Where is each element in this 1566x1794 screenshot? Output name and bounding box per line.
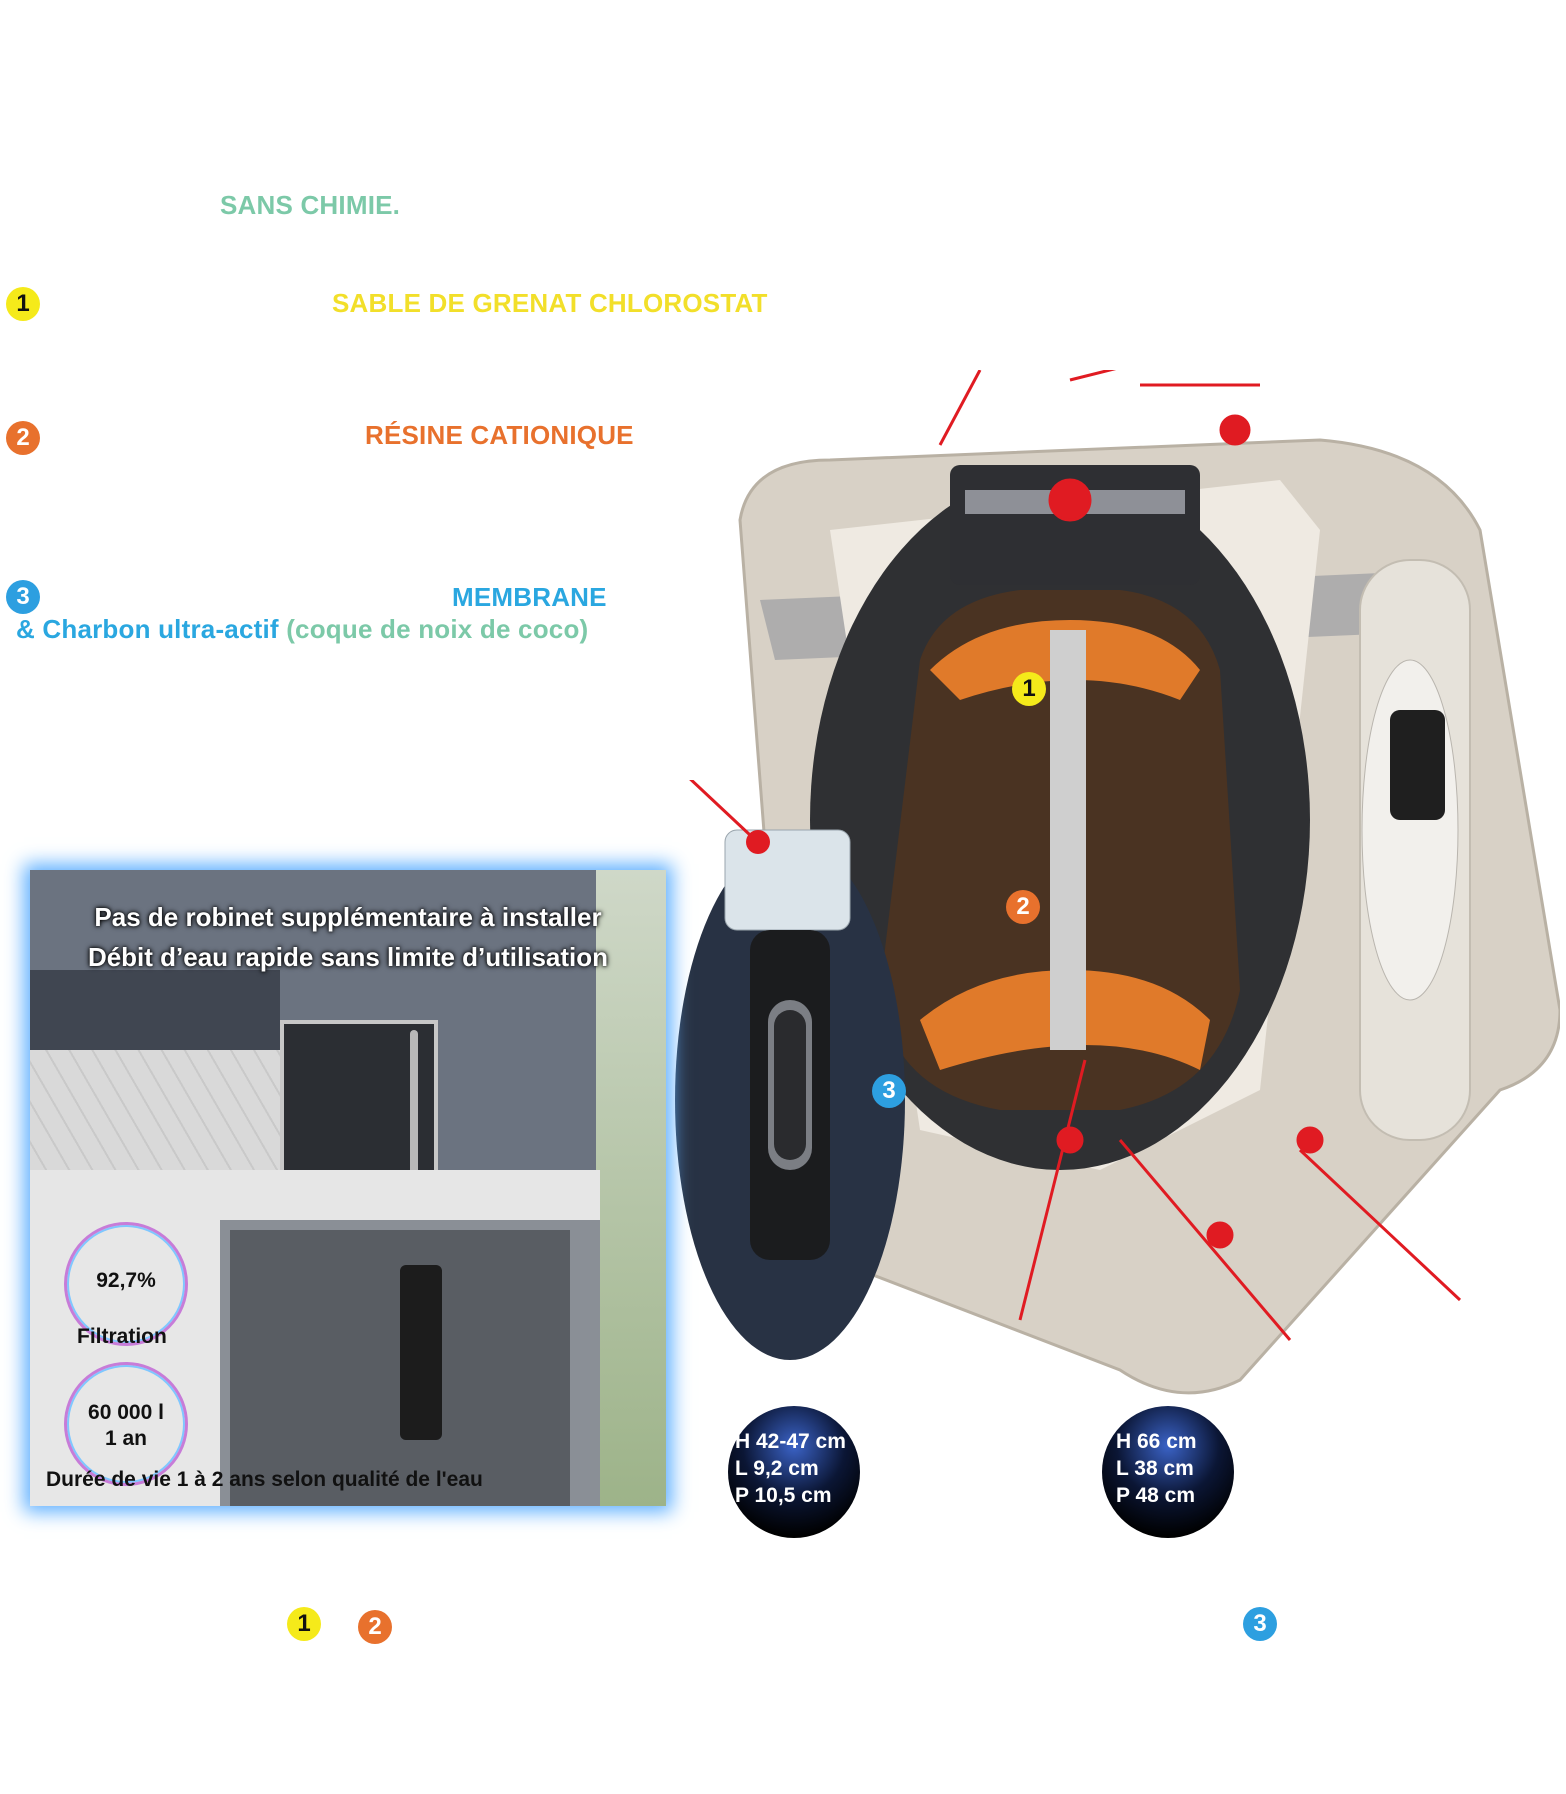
filter-dimensions-circle: H 42-47 cm L 9,2 cm P 10,5 cm <box>728 1406 860 1538</box>
softener-dimensions-circle: H 66 cm L 38 cm P 48 cm <box>1102 1406 1234 1538</box>
softener-dim-l: L 38 cm <box>1116 1457 1194 1480</box>
stage-1-badge: 1 <box>6 287 40 321</box>
stage-2-label: RÉSINE CATIONIQUE <box>365 420 634 450</box>
cartridge-filter-illustration <box>675 780 905 1360</box>
softener-dim-p: P 48 cm <box>1116 1484 1196 1507</box>
headline: SANS CHIMIE. <box>220 190 401 220</box>
bottom-badge-1: 1 <box>287 1607 321 1641</box>
callout-lines <box>938 370 1462 1341</box>
filter-dim-p: P 10,5 cm <box>735 1484 832 1507</box>
softener-cutaway-illustration <box>738 370 1560 1395</box>
filter-dim-l: L 9,2 cm <box>735 1457 819 1480</box>
kitchen-line-2: Débit d’eau rapide sans limite d’utilisa… <box>87 942 609 972</box>
stage-2-badge: 2 <box>6 421 40 455</box>
distributor-tube <box>1050 630 1086 1050</box>
filter-dim-h: H 42-47 cm <box>735 1430 846 1453</box>
stage-3-label: MEMBRANE <box>452 582 607 612</box>
bottom-badge-3: 3 <box>1243 1607 1277 1641</box>
stage-3-badge: 3 <box>6 580 40 614</box>
capacity-stat-circle: 60 000 l 1 an <box>64 1362 188 1486</box>
stage-3-sub-label-note: (coque de noix de coco) <box>286 614 589 644</box>
lifetime-text: Durée de vie 1 à 2 ans selon qualité de … <box>46 1468 483 1491</box>
cutaway-badge-2: 2 <box>1006 890 1040 924</box>
filtration-label: Filtration <box>77 1325 167 1348</box>
cartridge-badge-3: 3 <box>872 1074 906 1108</box>
softener-dim-h: H 66 cm <box>1116 1430 1197 1453</box>
capacity-value: 60 000 l <box>88 1401 164 1424</box>
capacity-duration: 1 an <box>104 1427 148 1450</box>
kitchen-faucet <box>410 1030 418 1180</box>
bottom-badge-2: 2 <box>358 1610 392 1644</box>
stage-1-label: SABLE DE GRENAT CHLOROSTAT <box>332 288 768 318</box>
kitchen-installation-panel: Pas de robinet supplémentaire à installe… <box>30 870 666 1506</box>
kitchen-line-1: Pas de robinet supplémentaire à installe… <box>94 902 602 932</box>
under-sink-filter <box>400 1265 442 1440</box>
stage-3-sublabel: & Charbon ultra-actif (coque de noix de … <box>16 614 588 645</box>
filtration-stat-circle: 92,7% <box>64 1222 188 1346</box>
stage-3-sub-label-main: & Charbon ultra-actif <box>16 614 279 644</box>
filtration-value: 92,7% <box>96 1269 156 1292</box>
cutaway-badge-1: 1 <box>1012 672 1046 706</box>
